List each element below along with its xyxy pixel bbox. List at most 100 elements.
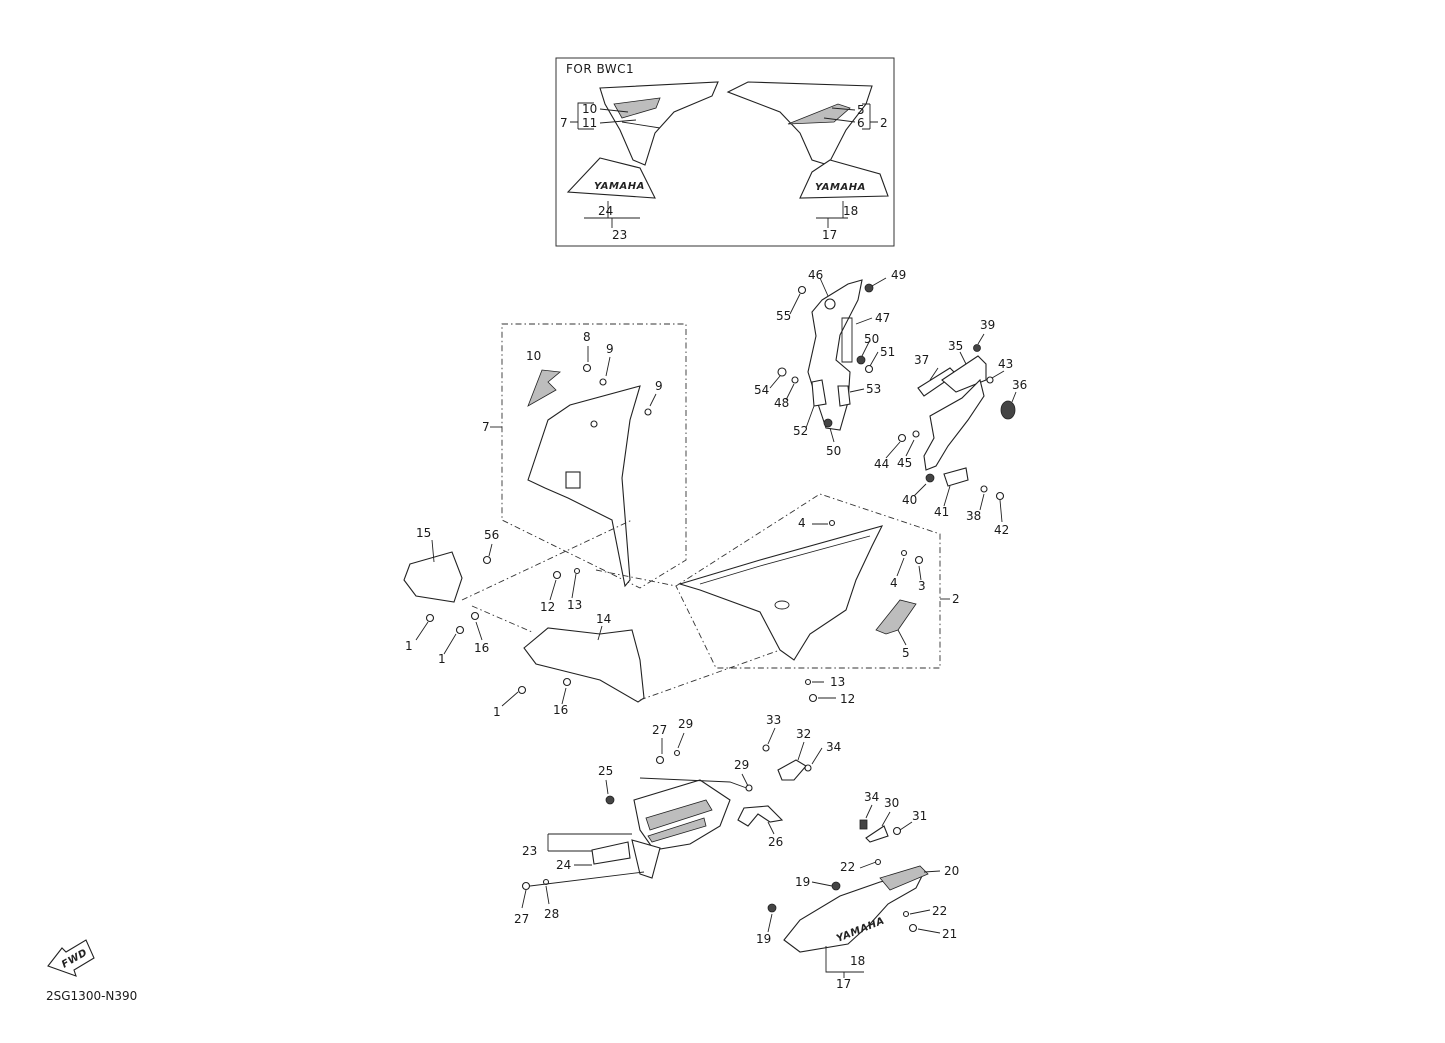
cowling-vent bbox=[774, 600, 790, 610]
drawing-code: 2SG1300-N390 bbox=[46, 989, 137, 1003]
callout-50-lower: 50 bbox=[826, 444, 841, 458]
under-cowling-17 bbox=[783, 871, 926, 953]
damper-block bbox=[565, 471, 581, 489]
callout-8: 8 bbox=[583, 330, 591, 344]
leader-lines bbox=[415, 277, 1017, 934]
callout-43: 43 bbox=[998, 357, 1013, 371]
panel-20 bbox=[879, 865, 929, 891]
callout-38: 38 bbox=[966, 509, 981, 523]
inset-left-graphic bbox=[613, 97, 661, 119]
callout-9-b: 9 bbox=[655, 379, 663, 393]
callout-24-main: 24 bbox=[556, 858, 571, 872]
bolt-44 bbox=[897, 433, 907, 443]
nut-28 bbox=[542, 878, 550, 886]
stay-32 bbox=[777, 759, 807, 781]
bolt-43 bbox=[986, 376, 994, 384]
callout-16-b: 16 bbox=[553, 703, 568, 717]
callout-20: 20 bbox=[944, 864, 959, 878]
inner-panel-14 bbox=[523, 627, 645, 703]
callout-5: 5 bbox=[857, 103, 865, 117]
under-cowling-stripes-a bbox=[645, 799, 713, 831]
collar-51 bbox=[864, 364, 874, 374]
graphic-10 bbox=[527, 369, 561, 407]
callout-17: 17 bbox=[822, 228, 837, 242]
screw-hole-8 bbox=[590, 420, 598, 428]
under-cowling-right: YAMAHA bbox=[767, 819, 929, 953]
collar-45 bbox=[912, 430, 920, 438]
callout-31: 31 bbox=[912, 809, 927, 823]
callout-35: 35 bbox=[948, 339, 963, 353]
under-cowling-tip bbox=[631, 839, 661, 879]
inset-bwc1: FOR BWC1 YAMAHA YAMAHA bbox=[555, 57, 895, 247]
callout-19-b: 19 bbox=[756, 932, 771, 946]
grommet-50a bbox=[856, 355, 866, 365]
callout-44: 44 bbox=[874, 457, 889, 471]
bracket-body bbox=[923, 378, 985, 471]
bracket-35 bbox=[941, 355, 987, 393]
inset-leaders-left bbox=[570, 102, 637, 130]
inset-left-stripe bbox=[621, 121, 661, 129]
damper-40 bbox=[925, 473, 935, 483]
callout-55: 55 bbox=[776, 309, 791, 323]
leader-27-28 bbox=[529, 871, 645, 887]
washer-38 bbox=[980, 485, 988, 493]
callout-36: 36 bbox=[1012, 378, 1027, 392]
grommet-36 bbox=[1000, 400, 1016, 420]
callout-41: 41 bbox=[934, 505, 949, 519]
fastener-25 bbox=[605, 795, 615, 805]
callout-19-a: 19 bbox=[795, 875, 810, 889]
callout-48: 48 bbox=[774, 396, 789, 410]
callout-47: 47 bbox=[875, 311, 890, 325]
grommet-22b bbox=[902, 910, 910, 918]
assembly-lines bbox=[461, 519, 781, 701]
bolt-1c bbox=[517, 685, 527, 695]
callout-25: 25 bbox=[598, 764, 613, 778]
nut-39 bbox=[973, 344, 981, 352]
callout-17-main: 17 bbox=[836, 977, 851, 991]
callout-18-main: 18 bbox=[850, 954, 865, 968]
grommet-4b bbox=[900, 549, 908, 557]
callout-34-b: 34 bbox=[864, 790, 879, 804]
callout-14: 14 bbox=[596, 612, 611, 626]
callout-2-main: 2 bbox=[952, 592, 960, 606]
callout-12-a: 12 bbox=[540, 600, 555, 614]
grommet-19a bbox=[831, 881, 841, 891]
screw-27a bbox=[655, 755, 665, 765]
bolt-16a bbox=[470, 611, 480, 621]
callout-9-a: 9 bbox=[606, 342, 614, 356]
inset-left-yamaha-logo: YAMAHA bbox=[594, 181, 645, 192]
callout-11: 11 bbox=[582, 116, 597, 130]
screw-12b bbox=[808, 693, 818, 703]
decal-24 bbox=[591, 841, 631, 865]
nut-13a bbox=[573, 567, 581, 575]
callout-33: 33 bbox=[766, 713, 781, 727]
side-cowling-2 bbox=[678, 525, 884, 661]
callout-1-a: 1 bbox=[405, 639, 413, 653]
grommet-22a bbox=[874, 858, 882, 866]
nut-49 bbox=[864, 283, 874, 293]
callout-26: 26 bbox=[768, 835, 783, 849]
callout-23-main: 23 bbox=[522, 844, 537, 858]
callout-10-main: 10 bbox=[526, 349, 541, 363]
callout-51: 51 bbox=[880, 345, 895, 359]
leaders-17-18 bbox=[825, 946, 864, 978]
bracket-15 bbox=[403, 551, 463, 603]
group-2-outline bbox=[675, 493, 941, 669]
graphic-5 bbox=[875, 599, 917, 635]
callout-7-main: 7 bbox=[482, 420, 490, 434]
callout-52: 52 bbox=[793, 424, 808, 438]
inset-right-yamaha-logo: YAMAHA bbox=[815, 182, 866, 193]
bolt-54 bbox=[777, 367, 787, 377]
bracket-41 bbox=[943, 467, 969, 487]
callout-1-b: 1 bbox=[438, 652, 446, 666]
fwd-arrow-icon bbox=[47, 939, 95, 977]
nut-34a bbox=[804, 764, 812, 772]
callout-56: 56 bbox=[484, 528, 499, 542]
nut-34b bbox=[859, 819, 868, 830]
callout-45: 45 bbox=[897, 456, 912, 470]
callout-27-a: 27 bbox=[652, 723, 667, 737]
callout-32: 32 bbox=[796, 727, 811, 741]
inset-left-side-cowling bbox=[599, 81, 719, 166]
bolt-31 bbox=[892, 826, 902, 836]
